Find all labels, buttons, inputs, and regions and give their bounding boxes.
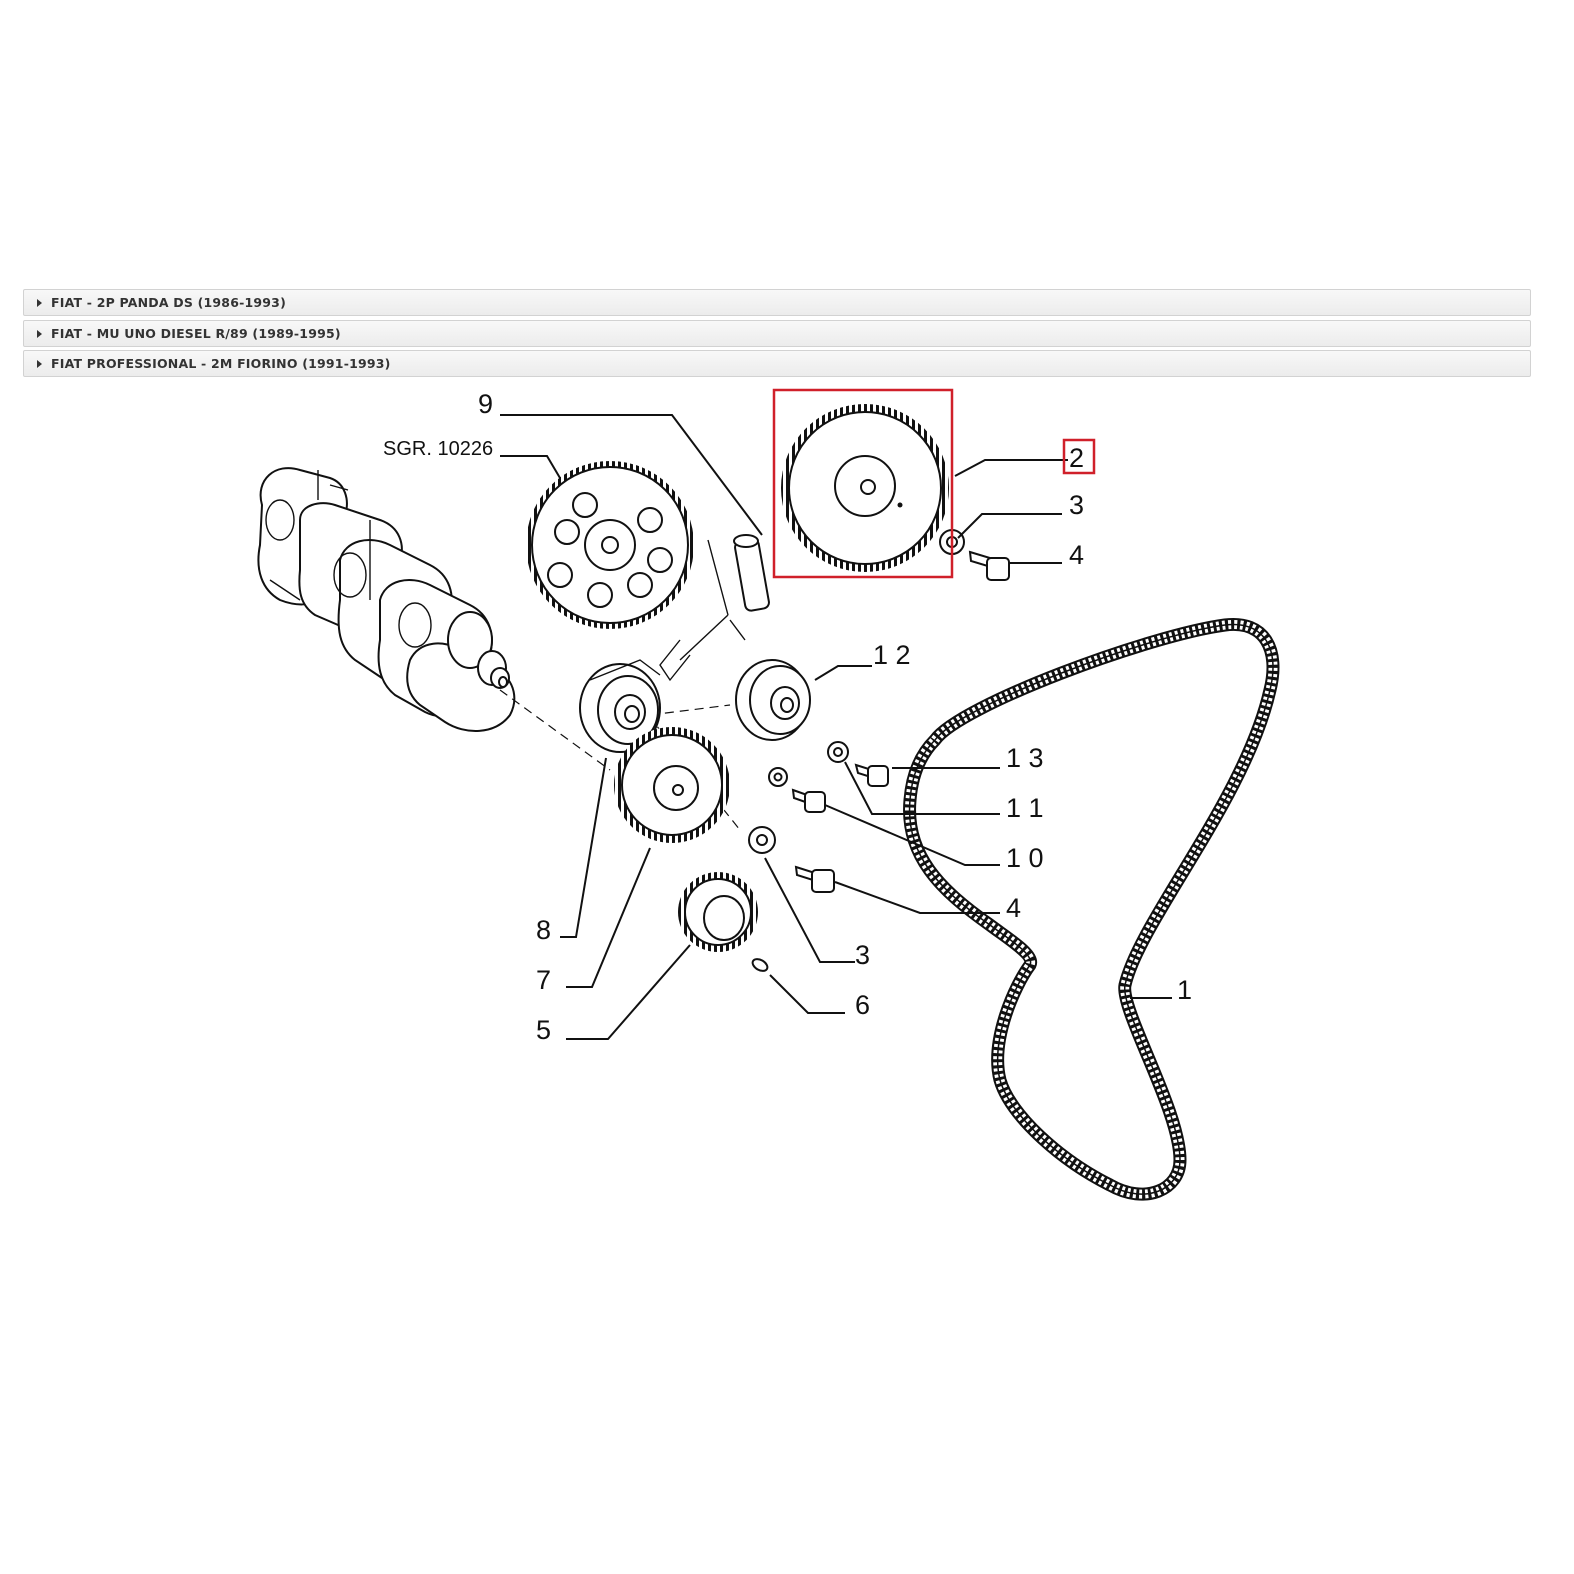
application-row-uno[interactable]: FIAT - MU UNO DIESEL R/89 (1989-1995) bbox=[23, 320, 1531, 347]
tensioner-pulley-drawing bbox=[579, 659, 661, 753]
timing-belt-drawing bbox=[903, 617, 1280, 1201]
idler-pulley-drawing bbox=[735, 659, 811, 741]
callout-3-bottom[interactable]: 3 bbox=[855, 940, 870, 970]
idler-gear-drawing bbox=[614, 727, 730, 843]
callout-8[interactable]: 8 bbox=[536, 915, 551, 945]
application-row-fiorino[interactable]: FIAT PROFESSIONAL - 2M FIORINO (1991-199… bbox=[23, 350, 1531, 377]
application-label: FIAT - MU UNO DIESEL R/89 (1989-1995) bbox=[51, 326, 341, 341]
expand-arrow-icon bbox=[37, 298, 42, 307]
application-row-panda[interactable]: FIAT - 2P PANDA DS (1986-1993) bbox=[23, 289, 1531, 316]
callout-6[interactable]: 6 bbox=[855, 990, 870, 1020]
application-label: FIAT PROFESSIONAL - 2M FIORINO (1991-199… bbox=[51, 356, 391, 371]
callout-9[interactable]: 9 bbox=[478, 389, 493, 419]
application-label: FIAT - 2P PANDA DS (1986-1993) bbox=[51, 295, 286, 310]
reference-code-label: SGR. 10226 bbox=[383, 438, 493, 460]
crankshaft-drawing bbox=[257, 467, 516, 733]
callout-11[interactable]: 1 1 bbox=[1006, 793, 1044, 823]
callout-5[interactable]: 5 bbox=[536, 1015, 551, 1045]
expand-arrow-icon bbox=[37, 359, 42, 368]
selected-callout-box bbox=[1062, 438, 1096, 475]
pump-pulley-drawing bbox=[526, 461, 694, 629]
callout-4-top[interactable]: 4 bbox=[1069, 540, 1084, 570]
callout-3-top[interactable]: 3 bbox=[1069, 490, 1084, 520]
callout-1[interactable]: 1 bbox=[1177, 975, 1192, 1005]
fasteners-drawing bbox=[748, 529, 1010, 893]
expand-arrow-icon bbox=[37, 329, 42, 338]
callout-2[interactable]: 2 bbox=[1069, 443, 1084, 473]
crank-sprocket-drawing bbox=[678, 872, 769, 972]
camshaft-pulley-drawing[interactable] bbox=[781, 404, 949, 572]
callout-7[interactable]: 7 bbox=[536, 965, 551, 995]
selected-part-highlight bbox=[772, 388, 954, 579]
callout-4-bottom[interactable]: 4 bbox=[1006, 893, 1021, 923]
callout-12[interactable]: 1 2 bbox=[873, 640, 911, 670]
tensioner-bracket-drawing bbox=[659, 534, 770, 682]
callout-10[interactable]: 1 0 bbox=[1006, 843, 1044, 873]
leader-lines bbox=[500, 414, 1172, 1040]
callout-13[interactable]: 1 3 bbox=[1006, 743, 1044, 773]
